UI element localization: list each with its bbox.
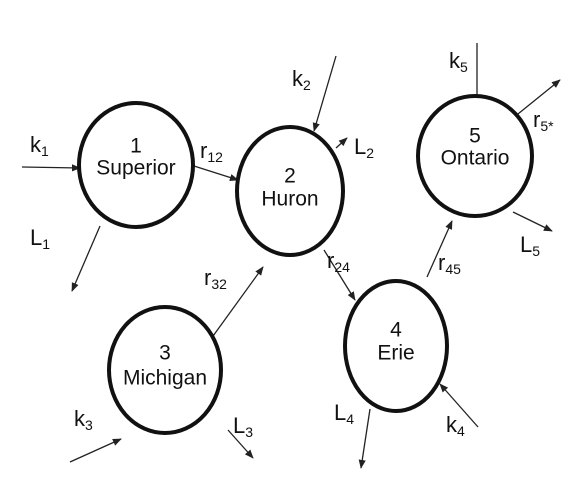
lake-number: 5: [469, 125, 481, 148]
lake-number: 1: [130, 135, 142, 158]
label-r5out: r5*: [533, 107, 554, 134]
lake-huron: 2 Huron: [235, 125, 345, 257]
lake-number: 4: [390, 319, 402, 342]
label-r45: r45: [438, 250, 461, 277]
arrow-r24: [323, 249, 356, 301]
lake-number: 3: [159, 342, 171, 365]
lake-michigan: 3 Michigan: [107, 305, 223, 435]
label-k5: k5: [449, 48, 468, 75]
lake-name: Ontario: [441, 147, 510, 170]
arrow-L2: [335, 137, 348, 149]
arrow-L4: [358, 408, 371, 469]
arrow-r12: [193, 165, 239, 181]
arrow-k1: [21, 164, 81, 172]
arrow-k2: [312, 55, 337, 132]
arrow-r32: [207, 266, 264, 344]
arrow-k4: [439, 383, 479, 428]
label-L1: L1: [30, 225, 50, 252]
label-r12: r12: [200, 138, 223, 165]
label-L4: L4: [334, 400, 354, 427]
lake-superior: 1 Superior: [77, 101, 195, 229]
label-L2: L2: [354, 134, 374, 161]
lake-name: Erie: [377, 342, 414, 365]
label-r24: r24: [327, 248, 350, 275]
lake-ontario: 5 Ontario: [416, 94, 534, 218]
label-k1: k1: [30, 132, 49, 159]
arrow-k3: [69, 438, 122, 463]
lake-erie: 4 Erie: [343, 279, 449, 413]
label-k4: k4: [446, 412, 465, 439]
arrow-L1: [71, 225, 101, 292]
label-k3: k3: [74, 406, 93, 433]
arrow-r5out: [512, 79, 561, 119]
label-L3: L3: [233, 413, 253, 440]
arrow-L3: [227, 429, 254, 459]
label-r32: r32: [204, 265, 227, 292]
label-L5: L5: [520, 232, 540, 259]
lake-name: Huron: [261, 188, 318, 211]
arrow-r45: [426, 220, 453, 278]
lake-name: Superior: [96, 157, 175, 180]
arrow-L5: [512, 211, 553, 232]
label-k2: k2: [292, 66, 311, 93]
lake-name: Michigan: [123, 367, 207, 390]
lake-number: 2: [284, 165, 296, 188]
